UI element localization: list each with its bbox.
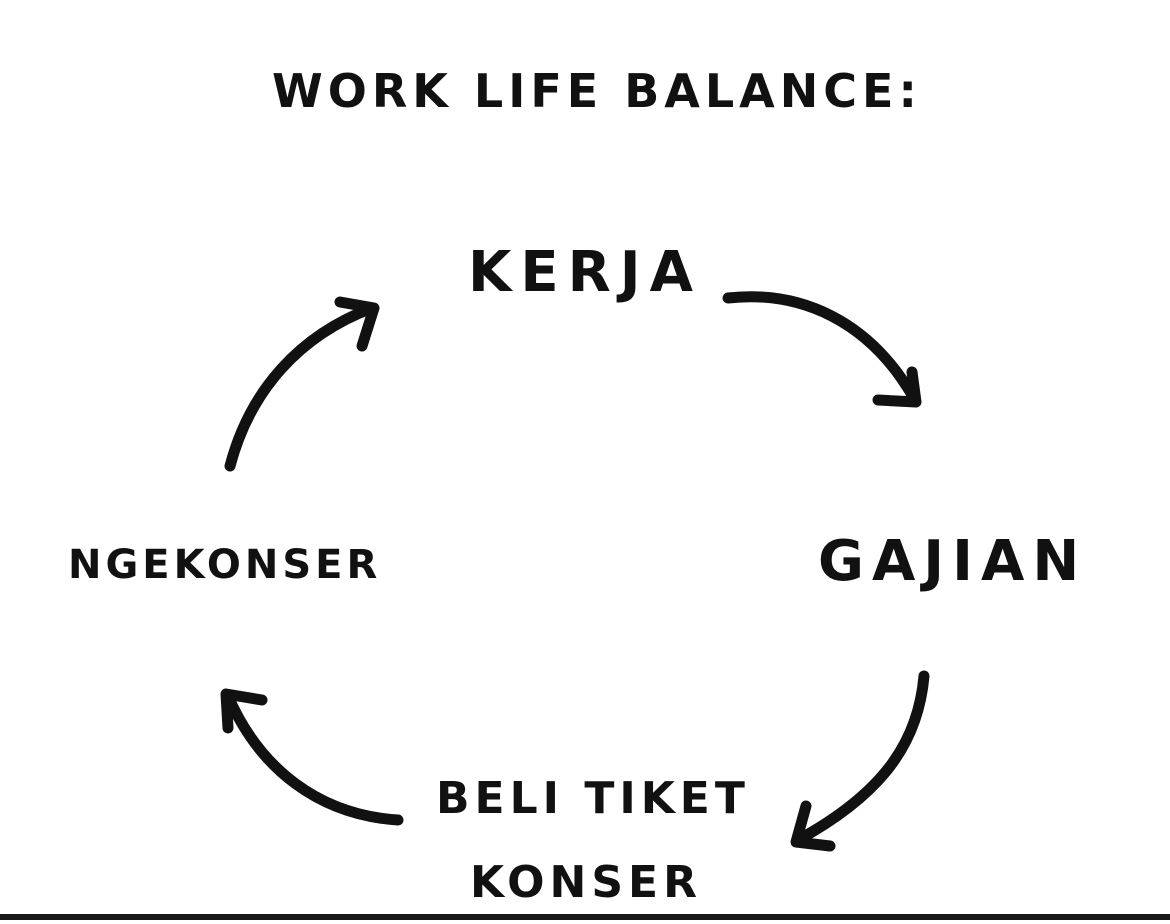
node-beli-tiket-konser: BELI TIKET KONSER <box>436 757 750 924</box>
arrow-beli-tiket-to-ngekonser <box>220 688 404 826</box>
node-gajian: GAJIAN <box>818 529 1088 594</box>
bottom-border <box>0 914 1170 920</box>
node-ngekonser: NGEKONSER <box>68 542 382 588</box>
arrow-ngekonser-to-kerja <box>224 296 380 472</box>
node-kerja: KERJA <box>468 240 702 305</box>
arrow-gajian-to-beli-tiket <box>790 670 930 852</box>
node-beli-tiket-line1: BELI TIKET <box>436 773 750 824</box>
diagram-title: WORK LIFE BALANCE: <box>272 64 922 118</box>
node-beli-tiket-line2: KONSER <box>470 856 702 908</box>
arrow-kerja-to-gajian <box>722 291 922 408</box>
